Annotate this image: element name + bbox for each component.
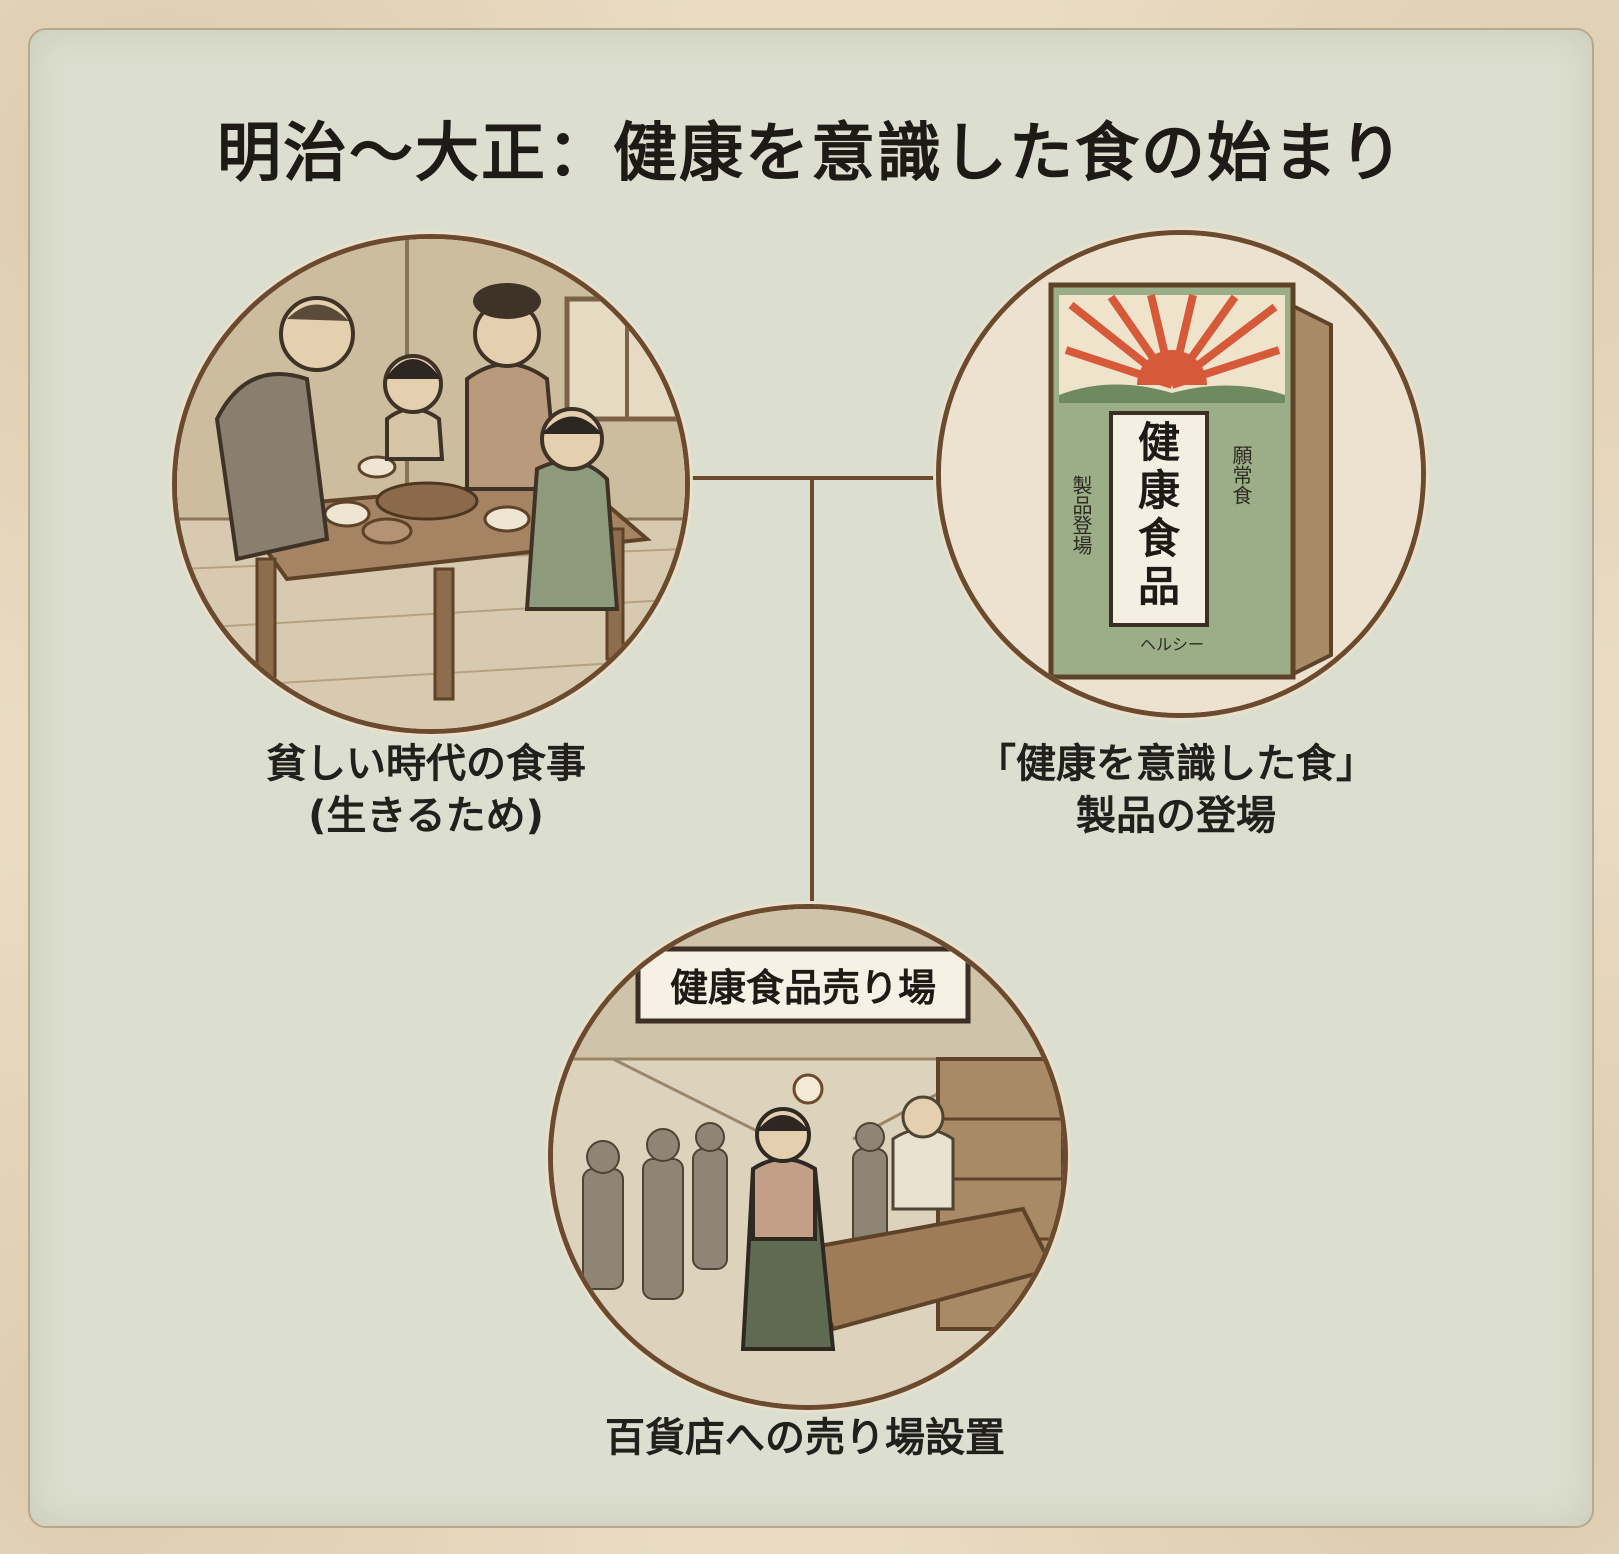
- package-main-label-char-4: 品: [1138, 562, 1180, 611]
- store-sign: 健康食品売り場: [670, 966, 936, 1010]
- left-caption-line1: 貧しい時代の食事: [266, 741, 586, 787]
- department-store-illustration: 健康食品売り場: [548, 904, 1068, 1410]
- right-caption-line2: 製品の登場: [1076, 793, 1276, 839]
- right-caption-line1: 「健康を意識した食」: [976, 741, 1376, 787]
- health-food-package-illustration: 健 康 食 品 願常食 製品登場 ヘルシー: [936, 230, 1426, 718]
- right-caption: 「健康を意識した食」 製品の登場: [912, 738, 1440, 842]
- package-main-label-char-2: 康: [1138, 466, 1180, 515]
- family-meal-illustration: [172, 234, 690, 734]
- package-bottom-text: ヘルシー: [1140, 635, 1204, 654]
- left-caption: 貧しい時代の食事 (生きるため): [172, 738, 680, 842]
- left-caption-line2: (生きるため): [308, 793, 544, 839]
- package-main-label-char-3: 食: [1138, 514, 1181, 563]
- package-side-text-1: 願常食: [1229, 445, 1253, 505]
- diagram-title: 明治～大正：健康を意識した食の始まり: [217, 117, 1405, 191]
- package-side-text-2: 製品登場: [1069, 475, 1093, 555]
- package-main-label-char-1: 健: [1138, 418, 1180, 467]
- bottom-caption: 百貨店への売り場設置: [605, 1415, 1005, 1461]
